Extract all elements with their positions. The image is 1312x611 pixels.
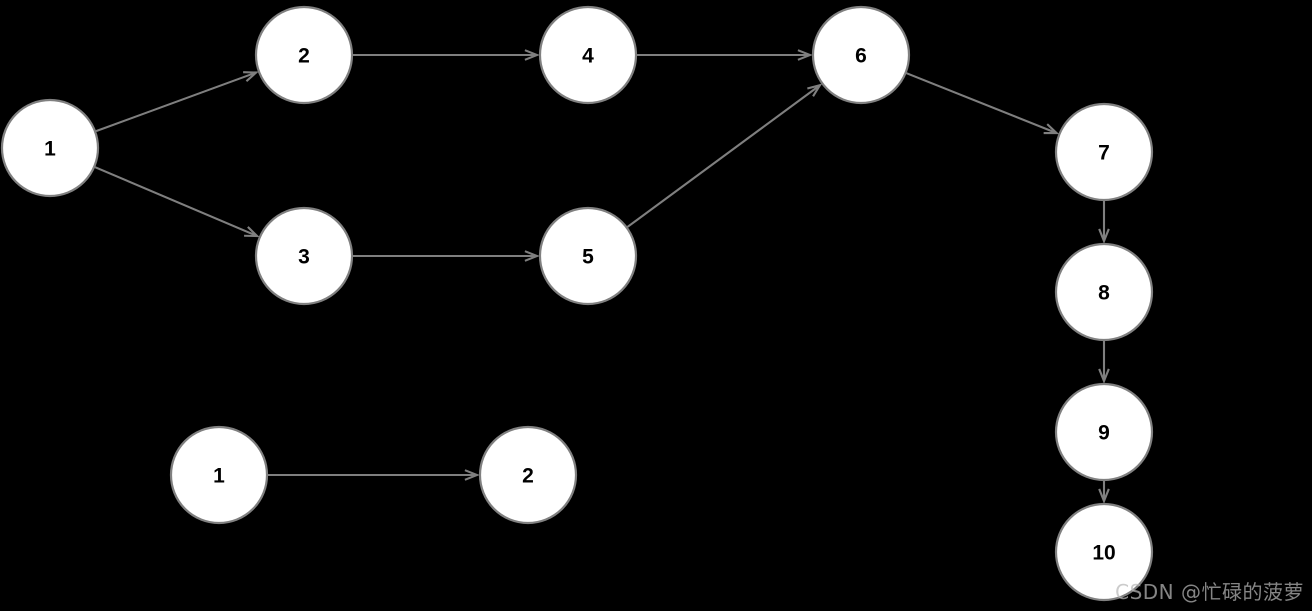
arrowhead-icon [1098, 488, 1110, 504]
edge-7->8 [1098, 201, 1110, 244]
node-circle[interactable] [0, 98, 100, 198]
edge-line [626, 84, 821, 228]
arrowhead-icon [524, 49, 540, 61]
arrowhead-icon [524, 250, 540, 262]
node-circle[interactable] [169, 425, 269, 525]
edge-2->4 [353, 49, 540, 61]
node-2[interactable]: 2 [254, 5, 354, 105]
node-10[interactable]: 10 [1054, 502, 1154, 602]
edge-1->3 [94, 166, 260, 238]
node-circle[interactable] [811, 5, 911, 105]
node-2[interactable]: 2 [478, 425, 578, 525]
edge-8->9 [1098, 341, 1110, 384]
node-5[interactable]: 5 [538, 206, 638, 306]
edges-layer [94, 49, 1110, 504]
edge-line [906, 72, 1058, 135]
node-7[interactable]: 7 [1054, 102, 1154, 202]
edge-1->2 [95, 71, 259, 133]
edge-9->10 [1098, 481, 1110, 504]
arrowhead-icon [1043, 123, 1060, 135]
node-circle[interactable] [538, 206, 638, 306]
nodes-layer: 1 2 3 4 5 6 7 8 9 10 1 2 [0, 5, 1154, 602]
arrowhead-icon [244, 226, 260, 238]
edge-line [95, 71, 257, 133]
node-circle[interactable] [254, 206, 354, 306]
arrowhead-icon [797, 49, 813, 61]
edge-6->7 [906, 72, 1060, 135]
edge-5->6 [626, 83, 823, 228]
node-circle[interactable] [1054, 382, 1154, 482]
arrowhead-icon [243, 71, 259, 82]
node-6[interactable]: 6 [811, 5, 911, 105]
arrowhead-icon [1098, 368, 1110, 384]
node-circle[interactable] [254, 5, 354, 105]
node-1[interactable]: 1 [169, 425, 269, 525]
arrowhead-icon [1098, 228, 1110, 244]
edge-4->6 [637, 49, 813, 61]
edge-line [94, 166, 258, 238]
arrowhead-icon [464, 469, 480, 481]
node-circle[interactable] [1054, 242, 1154, 342]
edge-3->5 [353, 250, 540, 262]
node-8[interactable]: 8 [1054, 242, 1154, 342]
node-circle[interactable] [1054, 502, 1154, 602]
edge-1->2 [268, 469, 480, 481]
arrowhead-icon [807, 83, 823, 97]
node-9[interactable]: 9 [1054, 382, 1154, 482]
node-circle[interactable] [1054, 102, 1154, 202]
node-1[interactable]: 1 [0, 98, 100, 198]
node-4[interactable]: 4 [538, 5, 638, 105]
node-circle[interactable] [478, 425, 578, 525]
node-3[interactable]: 3 [254, 206, 354, 306]
node-circle[interactable] [538, 5, 638, 105]
